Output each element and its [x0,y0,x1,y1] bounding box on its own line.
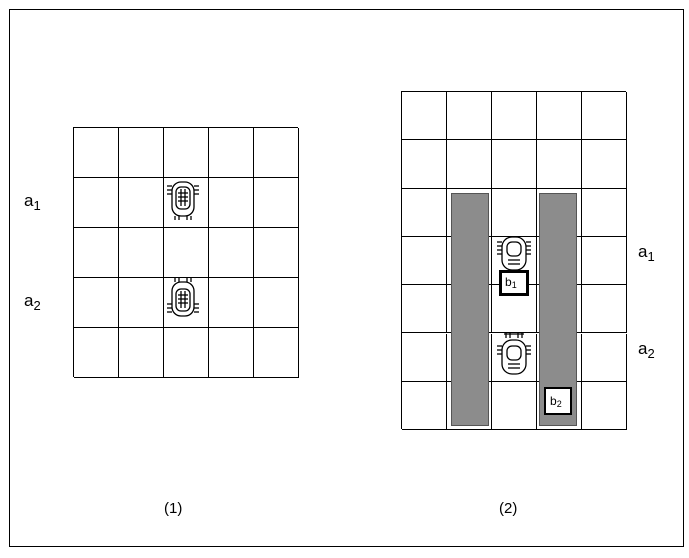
panel1-grid-cell [164,128,209,178]
panel1-grid-cell [254,178,299,228]
panel2-grid-cell [492,189,537,237]
panel1-grid-cell [254,328,299,378]
panel1-grid-cell [209,328,254,378]
panel2-label-a1: a1 [638,243,655,263]
panel2-grid-cell [582,285,627,333]
panel2-box-b2: b2 [544,387,572,415]
panel2-grid-cell [402,92,447,140]
panel1-robot-a1-icon [165,178,201,220]
panel2-caption: (2) [499,500,517,517]
panel2-grid-cell [582,334,627,382]
panel2-grid-cell [492,92,537,140]
panel1-grid-cell [254,128,299,178]
panel2-grid-cell [402,189,447,237]
panel1-grid-cell [74,228,119,278]
panel2-robot-a1-icon [496,234,532,272]
panel2-grid-cell [582,382,627,430]
panel1-grid-cell [209,278,254,328]
panel1-grid-cell [74,328,119,378]
panel2-grid-cell [492,140,537,188]
panel1-label-a1: a1 [24,192,41,212]
panel1-grid-cell [209,228,254,278]
panel1-grid-cell [119,278,164,328]
panel2-grid-cell [582,189,627,237]
panel1-grid-cell [119,128,164,178]
panel2-grid-cell [402,237,447,285]
panel2-grid-cell [582,92,627,140]
panel2-grid-cell [447,140,492,188]
panel1-grid-cell [119,178,164,228]
panel2-grid-cell [537,92,582,140]
panel2-box-b1: b1 [499,270,529,296]
panel1-grid-cell [254,278,299,328]
panel1-grid-cell [164,228,209,278]
panel2-grid-cell [537,140,582,188]
panel2-grid-cell [402,140,447,188]
panel2-label-a2: a2 [638,340,655,360]
panel1-grid-cell [119,328,164,378]
panel2-grid-cell [447,92,492,140]
panel2-grid-cell [492,382,537,430]
panel2-grid-cell [402,285,447,333]
panel1-grid-cell [119,228,164,278]
panel1-grid-cell [209,128,254,178]
panel2-robot-a2-icon [496,332,532,376]
panel1-grid [73,127,298,377]
panel2-shelf-left [451,193,489,426]
panel1-label-a2: a2 [24,292,41,312]
panel1-grid-cell [209,178,254,228]
panel1-grid-cell [254,228,299,278]
panel1-caption: (1) [164,500,182,517]
panel1-grid-cell [164,328,209,378]
panel2-grid-cell [582,237,627,285]
panel1-grid-cell [74,178,119,228]
panel2-grid-cell [402,334,447,382]
panel2-grid-cell [582,140,627,188]
panel2-grid-cell [402,382,447,430]
panel1-grid-cell [74,128,119,178]
panel1-grid-cell [74,278,119,328]
panel1-robot-a2-icon [165,278,201,320]
